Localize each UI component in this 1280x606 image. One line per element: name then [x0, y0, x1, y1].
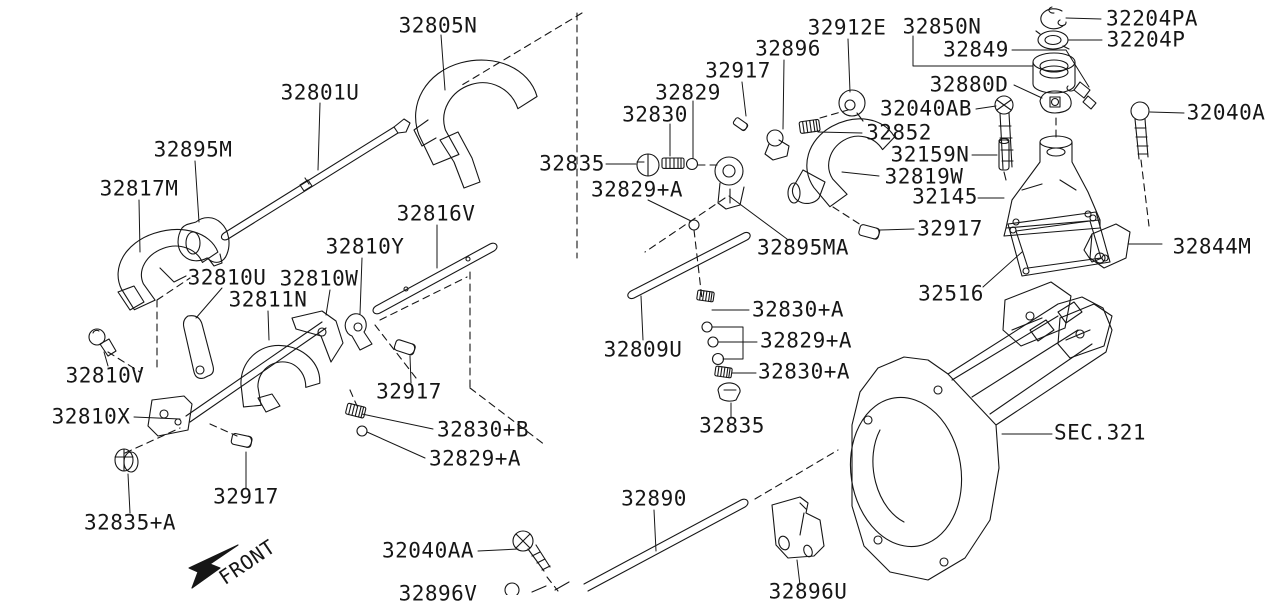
part-label-32844m: 32844M	[1172, 234, 1252, 259]
shift-forks-and-rods	[89, 49, 547, 472]
part-label-32895m: 32895M	[153, 137, 233, 162]
part-label-32810w: 32810W	[279, 266, 359, 291]
part-label-32810y: 32810Y	[325, 234, 405, 259]
part-label-32896u: 32896U	[768, 579, 848, 604]
part-label-32890: 32890	[621, 486, 687, 511]
part-label-32849: 32849	[943, 37, 1009, 62]
center-detent-parts	[637, 90, 911, 401]
part-label-32805n: 32805N	[398, 13, 478, 38]
part-label-32810v: 32810V	[65, 363, 145, 388]
part-label-32801u: 32801U	[280, 80, 360, 105]
part-label-32809u: 32809U	[603, 337, 683, 362]
part-label-32811n: 32811N	[228, 287, 308, 312]
part-label-32204p: 32204P	[1106, 27, 1186, 52]
part-label-32516: 32516	[918, 281, 984, 306]
part-label-32896: 32896	[755, 36, 821, 61]
section-ref-label: SEC.321	[1053, 420, 1147, 445]
part-label-32895ma: 32895MA	[756, 235, 850, 260]
front-direction-label: FRONT	[214, 534, 280, 590]
part-label-32810u: 32810U	[187, 265, 267, 290]
part-label-32145: 32145	[912, 184, 978, 209]
part-label-32830a-1: 32830+A	[751, 297, 845, 322]
part-label-32040aa: 32040AA	[381, 538, 475, 563]
part-label-32830b: 32830+B	[436, 417, 530, 442]
part-label-32852: 32852	[866, 120, 932, 145]
shifter-top-right-parts	[995, 7, 1149, 358]
transmission-case	[840, 297, 1112, 580]
part-label-32829a-center: 32829+A	[590, 177, 684, 202]
part-label-32850n: 32850N	[902, 14, 982, 39]
part-label-32917-bl: 32917	[213, 484, 279, 509]
part-label-32917-mid: 32917	[376, 379, 442, 404]
part-label-32880d: 32880D	[929, 72, 1009, 97]
dashed-alignment-lines	[108, 13, 1149, 591]
part-label-32912e: 32912E	[807, 15, 887, 40]
part-label-32917-top: 32917	[705, 58, 771, 83]
part-label-32829a-detent: 32829+A	[759, 328, 853, 353]
part-label-32917-right: 32917	[917, 216, 983, 241]
leader-lines	[104, 18, 1184, 585]
part-label-32830a-2: 32830+A	[757, 359, 851, 384]
part-label-32040a: 32040A	[1186, 100, 1266, 125]
part-label-32830: 32830	[622, 102, 688, 127]
part-label-32835-detent: 32835	[699, 413, 765, 438]
front-arrow-icon	[189, 545, 238, 588]
part-label-32817m: 32817M	[99, 176, 179, 201]
part-label-32204pa: 32204PA	[1105, 6, 1199, 31]
rods-lower	[505, 232, 824, 595]
part-label-32159n: 32159N	[890, 142, 970, 167]
part-label-32816v: 32816V	[396, 201, 476, 226]
part-label-32810x: 32810X	[51, 404, 131, 429]
part-label-32829: 32829	[655, 80, 721, 105]
part-label-32835a: 32835+A	[83, 510, 177, 535]
part-label-32040ab: 32040AB	[879, 96, 973, 121]
part-label-32819w: 32819W	[884, 164, 964, 189]
part-label-32829a-left: 32829+A	[428, 446, 522, 471]
part-label-32835-left: 32835	[539, 151, 605, 176]
part-label-32896v: 32896V	[398, 581, 478, 606]
